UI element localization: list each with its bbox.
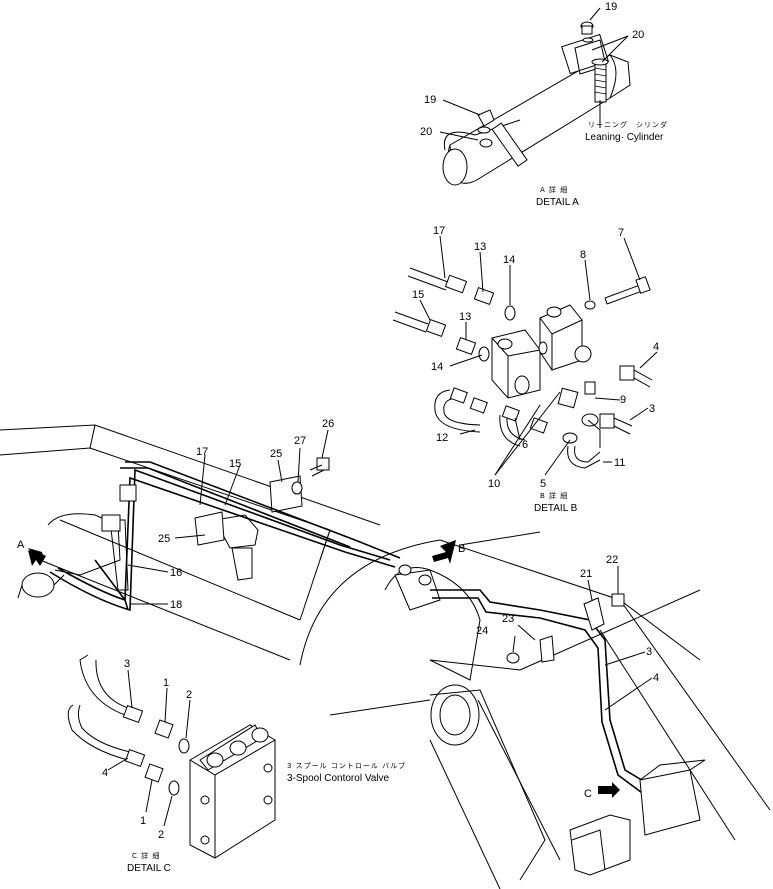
callout-27: 27 bbox=[294, 435, 306, 447]
callout-15: 15 bbox=[412, 289, 424, 301]
detail-a-drawing bbox=[439, 7, 631, 186]
callout-5: 5 bbox=[540, 478, 546, 490]
detail-b-drawing bbox=[392, 235, 658, 476]
callout-8: 8 bbox=[580, 249, 586, 261]
detail-a-caption: DETAIL A bbox=[536, 197, 579, 208]
detail-a-caption-jp: A 詳 細 bbox=[540, 185, 568, 194]
callout-14: 14 bbox=[503, 254, 515, 266]
view-label-c: C bbox=[584, 788, 592, 800]
callout-15: 15 bbox=[229, 458, 241, 470]
callout-1: 1 bbox=[163, 677, 169, 689]
callout-20: 20 bbox=[420, 126, 432, 138]
view-label-b: B bbox=[458, 543, 465, 555]
detail-b-caption-jp: B 詳 細 bbox=[540, 491, 568, 500]
callout-10: 10 bbox=[488, 478, 500, 490]
view-arrow-c bbox=[598, 782, 620, 798]
detail-c-drawing bbox=[67, 654, 276, 859]
callout-11: 11 bbox=[614, 457, 625, 469]
view-label-a: A bbox=[17, 539, 25, 551]
callout-7: 7 bbox=[618, 227, 624, 239]
valve-caption-jp: 3 スプール コントロール バルブ bbox=[287, 761, 406, 770]
callout-4: 4 bbox=[102, 767, 108, 779]
leaning-cylinder-caption: Leaning· Cylinder bbox=[585, 132, 664, 143]
callout-17: 17 bbox=[196, 446, 208, 458]
callout-17: 17 bbox=[433, 225, 445, 237]
callout-25: 25 bbox=[270, 448, 282, 460]
callout-19: 19 bbox=[424, 94, 436, 106]
callout-9: 9 bbox=[620, 394, 626, 406]
callout-13: 13 bbox=[459, 311, 471, 323]
callout-20: 20 bbox=[632, 29, 644, 41]
callout-19: 19 bbox=[605, 1, 617, 13]
callout-13: 13 bbox=[474, 241, 486, 253]
callout-3: 3 bbox=[124, 658, 130, 670]
callout-6: 6 bbox=[522, 439, 528, 451]
detail-c-caption-jp: C 詳 細 bbox=[132, 851, 160, 860]
callout-1: 1 bbox=[140, 815, 146, 827]
callout-23: 23 bbox=[502, 613, 514, 625]
view-arrow-b bbox=[432, 531, 541, 564]
callout-14: 14 bbox=[431, 361, 443, 373]
callout-2: 2 bbox=[186, 689, 192, 701]
callout-12: 12 bbox=[436, 432, 448, 444]
callout-2: 2 bbox=[158, 829, 164, 841]
valve-caption: 3-Spool Contorol Valve bbox=[287, 773, 390, 784]
callout-4: 4 bbox=[653, 341, 659, 353]
callout-21: 21 bbox=[580, 568, 592, 580]
callout-4: 4 bbox=[653, 672, 659, 684]
callout-3: 3 bbox=[649, 403, 655, 415]
callout-18: 18 bbox=[170, 599, 182, 611]
callout-3: 3 bbox=[646, 646, 652, 658]
detail-c-caption: DETAIL C bbox=[127, 863, 171, 874]
detail-b-caption: DETAIL B bbox=[534, 503, 578, 514]
callout-25: 25 bbox=[158, 533, 170, 545]
callout-16: 16 bbox=[170, 567, 182, 579]
callout-22: 22 bbox=[606, 554, 618, 566]
callout-24: 24 bbox=[476, 625, 488, 637]
leaning-cylinder-caption-jp: リーニング シリンダ bbox=[588, 120, 668, 129]
callout-26: 26 bbox=[322, 418, 334, 430]
view-arrow-a bbox=[28, 548, 46, 566]
boom-assembly-drawing bbox=[0, 424, 771, 889]
